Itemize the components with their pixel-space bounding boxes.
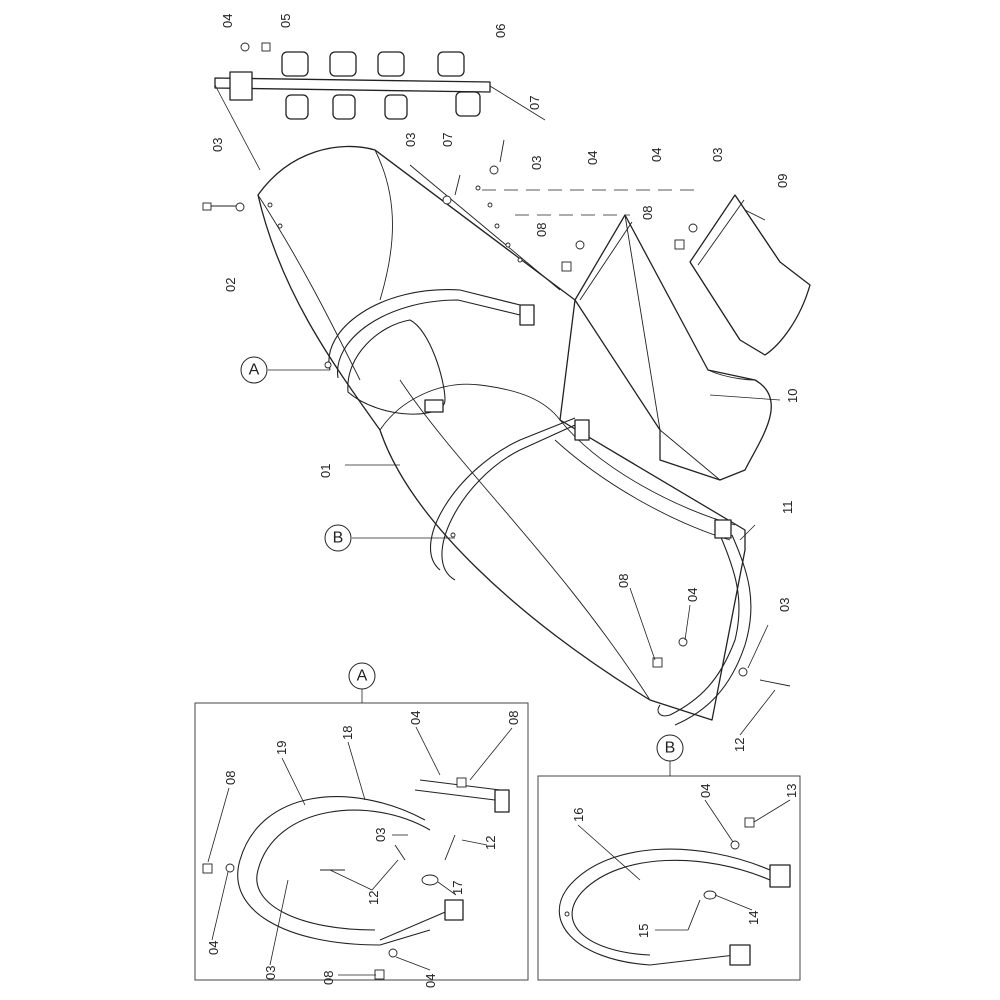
part-label-12: 12: [366, 891, 381, 905]
part-label-09: 09: [775, 174, 790, 188]
part-label-07: 07: [440, 133, 455, 147]
part-label-03: 03: [263, 966, 278, 980]
detail-leader-lines: [207, 726, 791, 976]
part-label-04: 04: [206, 941, 221, 955]
detail-view-a: [194, 687, 529, 981]
hardware-items: [202, 42, 791, 687]
part-label-08: 08: [321, 971, 336, 985]
valve-body: [437, 51, 481, 117]
part-label-04: 04: [649, 148, 664, 162]
part-label-04: 04: [685, 588, 700, 602]
callout-b-main: B: [324, 524, 352, 552]
part-label-03: 03: [210, 138, 225, 152]
part-label-13: 13: [784, 784, 799, 798]
callout-a-main: A: [240, 356, 268, 384]
valve-body: [329, 51, 357, 120]
leader-lines: [268, 209, 781, 736]
part-label-03: 03: [529, 156, 544, 170]
part-label-03: 03: [777, 598, 792, 612]
part-label-02: 02: [223, 278, 238, 292]
part-label-01: 01: [318, 464, 333, 478]
part-label-04: 04: [698, 784, 713, 798]
part-label-12: 12: [732, 738, 747, 752]
part-label-07: 07: [527, 96, 542, 110]
part-labels: 04 05 06 03 02 03 07 07 03 04 08 04 03 0…: [206, 14, 800, 988]
part-label-03: 03: [403, 133, 418, 147]
valve-body: [281, 51, 309, 120]
part-label-04: 04: [408, 711, 423, 725]
part-label-06: 06: [493, 24, 508, 38]
valve-body: [377, 51, 408, 120]
part-label-05: 05: [278, 14, 293, 28]
part-label-10: 10: [785, 389, 800, 403]
detail-view-b: [537, 760, 801, 981]
valve-manifold-part-06: [214, 51, 546, 171]
part-label-04: 04: [585, 151, 600, 165]
part-label-11: 11: [780, 501, 795, 515]
part-label-12: 12: [483, 836, 498, 850]
part-label-15: 15: [636, 924, 651, 938]
rear-tube-part-11: [657, 519, 752, 726]
callout-a-detail-label: A: [357, 668, 368, 685]
part-label-19: 19: [274, 741, 289, 755]
part-label-03: 03: [710, 148, 725, 162]
part-label-04: 04: [423, 974, 438, 988]
tube-bracket-front: [328, 289, 535, 415]
part-label-08: 08: [640, 206, 655, 220]
callout-b-detail: B: [656, 734, 684, 762]
cover-plate-part-09: [689, 194, 811, 356]
side-panel-part-10: [574, 214, 772, 481]
callout-b-detail-label: B: [665, 740, 676, 757]
part-label-18: 18: [340, 726, 355, 740]
callout-a-detail: A: [348, 662, 376, 690]
callout-a-label: A: [249, 362, 260, 379]
part-label-08: 08: [534, 223, 549, 237]
part-label-04: 04: [220, 14, 235, 28]
part-label-14: 14: [746, 911, 761, 925]
tube-bracket-side: [430, 417, 590, 581]
part-label-08: 08: [223, 771, 238, 785]
part-label-08: 08: [506, 711, 521, 725]
part-label-08: 08: [616, 574, 631, 588]
part-label-17: 17: [450, 881, 465, 895]
part-label-16: 16: [571, 808, 586, 822]
callout-b-label: B: [333, 530, 344, 547]
part-label-03: 03: [373, 828, 388, 842]
